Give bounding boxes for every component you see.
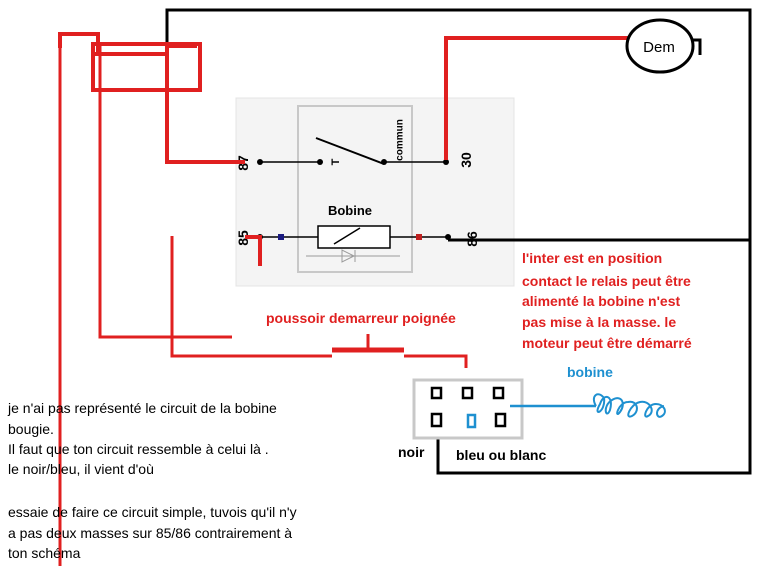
note-red-line: alimenté la bobine n'est bbox=[522, 293, 680, 309]
bobine-blue-label: bobine bbox=[567, 364, 613, 380]
note-red-line: contact le relais peut être bbox=[522, 273, 691, 289]
coil-squiggle-icon bbox=[592, 393, 666, 418]
diode-symbol bbox=[341, 249, 356, 263]
bleu-ou-blanc-label: bleu ou blanc bbox=[456, 447, 546, 463]
connector-pin-3 bbox=[492, 386, 505, 400]
note-black-line: Il faut que ton circuit ressemble à celu… bbox=[8, 441, 269, 457]
pin-30-dot bbox=[443, 159, 449, 165]
commun-label: commun bbox=[395, 119, 406, 161]
red-wire-pushbutton-right bbox=[404, 354, 468, 368]
coil-diagonal bbox=[333, 227, 361, 245]
note-black-line: ton schéma bbox=[8, 545, 81, 561]
dem-label: Dem bbox=[643, 39, 675, 56]
coil-box bbox=[317, 225, 391, 249]
connector-pin-1 bbox=[430, 386, 443, 400]
red-wire-switch-87 bbox=[58, 32, 245, 164]
red-wire-30-dem bbox=[444, 36, 630, 160]
note-red-line: l'inter est en position bbox=[522, 250, 662, 266]
note-black-line: bougie. bbox=[8, 421, 54, 437]
pin-30-label: 30 bbox=[458, 152, 474, 168]
black-wire-top bbox=[165, 8, 752, 240]
note-black-line: le noir/bleu, il vient d'où bbox=[8, 461, 154, 477]
connector-pin-5 bbox=[466, 413, 477, 429]
note-red-line: pas mise à la masse. le bbox=[522, 314, 676, 330]
red-wire-inner-2 bbox=[170, 236, 332, 358]
pin-86-marker bbox=[416, 234, 422, 240]
connector-pin-4 bbox=[430, 412, 443, 428]
pin-85-label: 85 bbox=[235, 230, 251, 246]
relay-housing bbox=[297, 105, 413, 273]
relay-image-bg bbox=[235, 97, 515, 287]
note-black-line: a pas deux masses sur 85/86 contrairemen… bbox=[8, 525, 292, 541]
dem-motor bbox=[625, 18, 695, 74]
red-wire-85 bbox=[245, 235, 262, 266]
switch-t-label: T bbox=[330, 158, 342, 165]
note-black: je n'ai pas représenté le circuit de la … bbox=[7, 400, 297, 561]
connector-pin-6 bbox=[494, 412, 507, 428]
connector-pin-2 bbox=[461, 386, 474, 400]
poussoir-label: poussoir demarreur poignée bbox=[266, 310, 456, 326]
bobine-label: Bobine bbox=[328, 203, 372, 218]
switch-left-dot bbox=[317, 159, 323, 165]
note-red-line: moteur peut être démarré bbox=[522, 335, 692, 351]
red-wire-left-connector bbox=[100, 337, 404, 395]
noir-label: noir bbox=[398, 444, 425, 460]
switch-blade bbox=[315, 137, 385, 165]
black-wire-ground bbox=[436, 240, 752, 475]
note-black-line: je n'ai pas représenté le circuit de la … bbox=[7, 400, 277, 416]
note-black-line: essaie de faire ce circuit simple, tuvoi… bbox=[8, 504, 297, 520]
note-red: l'inter est en position contact le relai… bbox=[522, 250, 692, 351]
pin-85-marker bbox=[278, 234, 284, 240]
pin-87-dot bbox=[257, 159, 263, 165]
red-wire-inner-1 bbox=[98, 44, 232, 339]
